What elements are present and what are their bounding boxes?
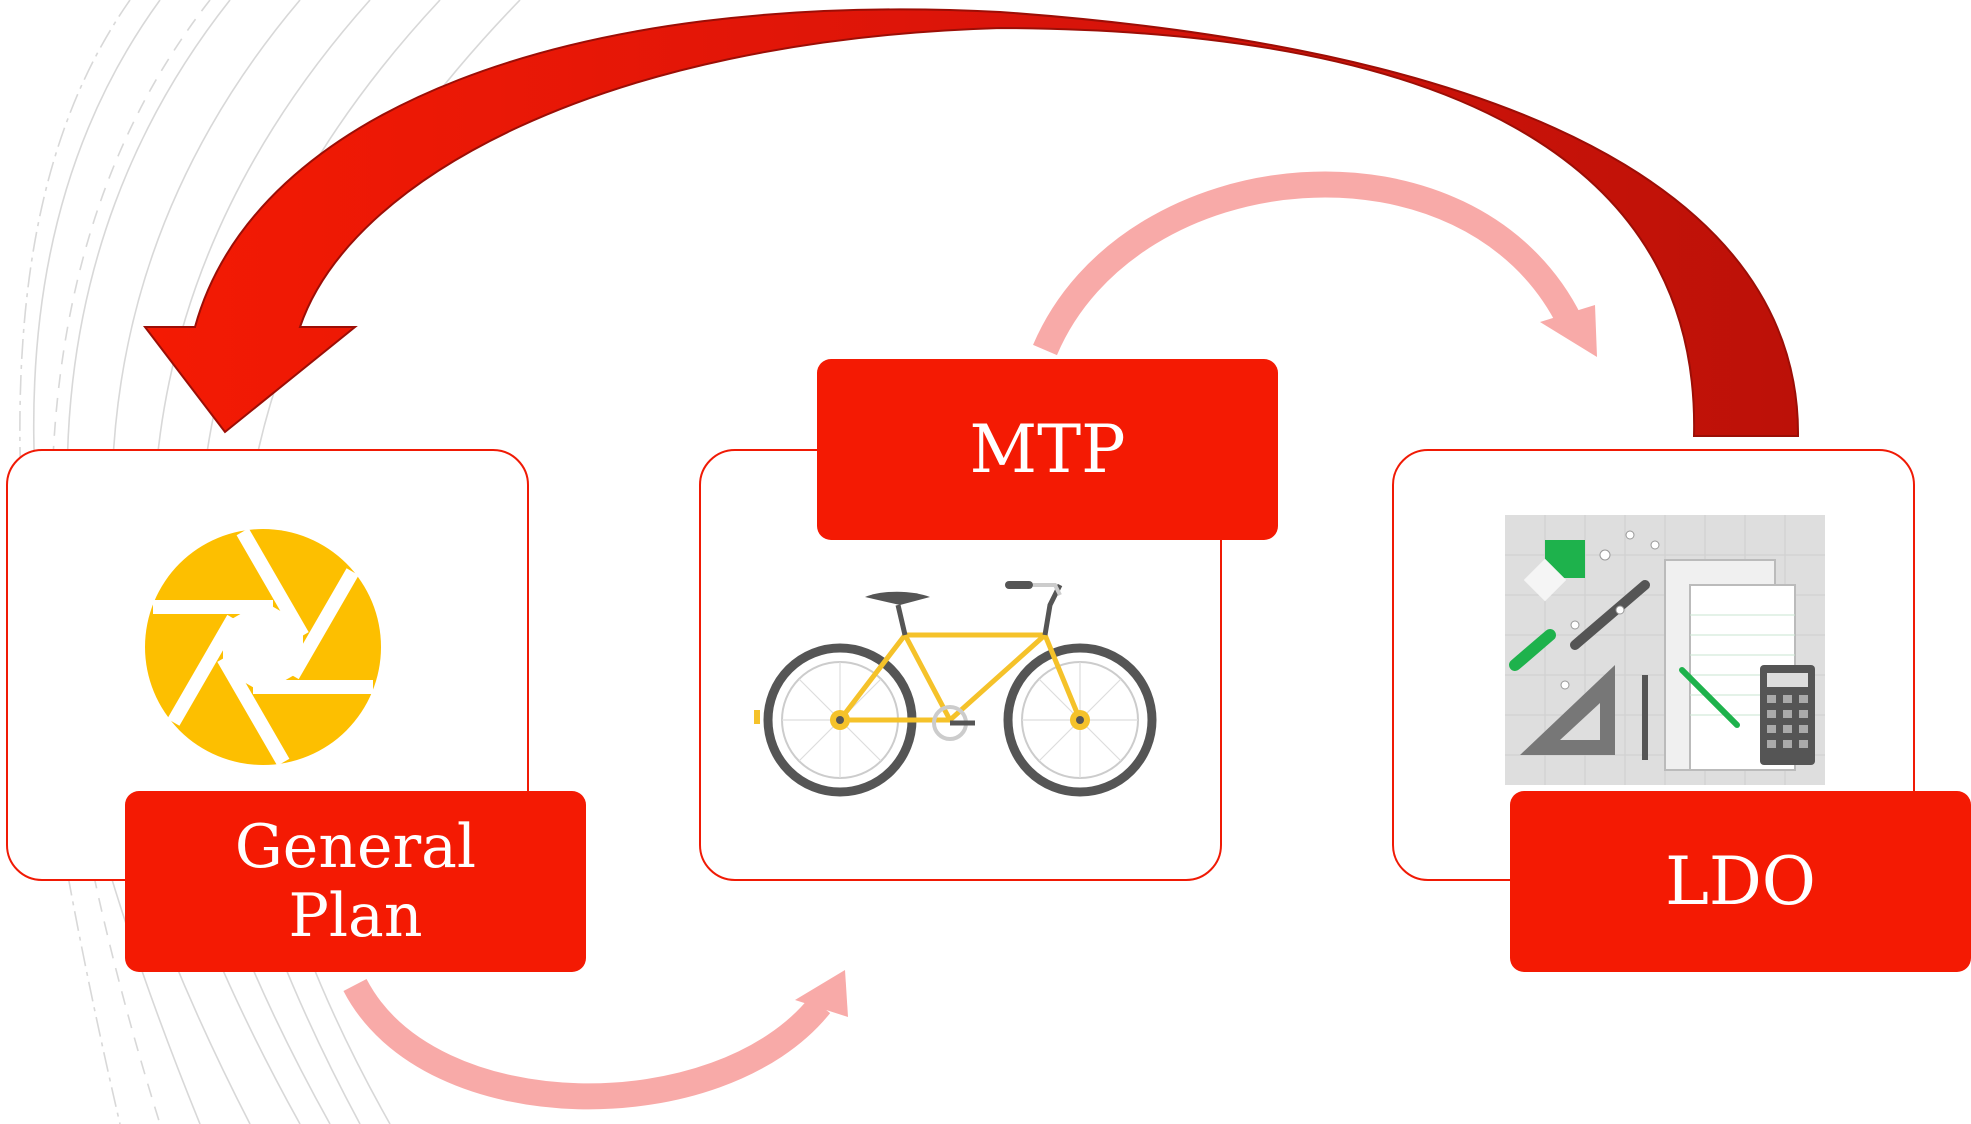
general-plan-label-line2: Plan	[288, 880, 423, 951]
ldo-label: LDO	[1510, 791, 1971, 972]
office-supplies-icon	[1505, 515, 1825, 785]
general-plan-label: General Plan	[125, 791, 586, 972]
mtp-label-text: MTP	[969, 410, 1126, 488]
bicycle-icon	[754, 581, 1157, 797]
mtp-label: MTP	[817, 359, 1278, 540]
ldo-label-text: LDO	[1665, 842, 1816, 920]
camera-aperture-icon	[145, 528, 381, 766]
general-plan-label-line1: General	[234, 811, 477, 882]
